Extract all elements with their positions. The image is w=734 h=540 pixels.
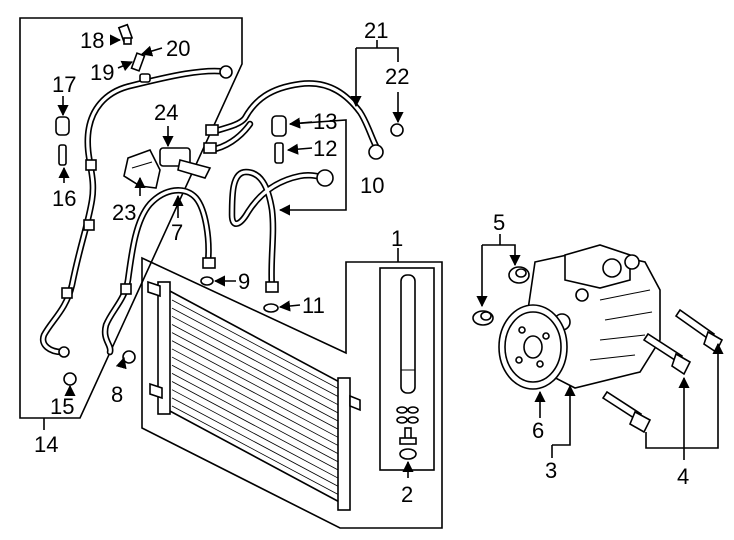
condenser-fin <box>171 364 342 456</box>
bushing-5b <box>508 266 530 284</box>
callout-18: 18 <box>80 28 104 53</box>
callout-4: 4 <box>677 464 689 489</box>
o-ring-8 <box>122 350 136 364</box>
callout-23: 23 <box>112 200 136 225</box>
discharge-hose-21 <box>203 80 384 160</box>
condenser-fin <box>171 405 342 497</box>
pressure-sensor-18 <box>117 23 134 45</box>
o-ring-9 <box>200 276 214 286</box>
valve-20 <box>130 52 151 83</box>
condenser <box>147 280 361 511</box>
condenser-fins <box>171 299 342 497</box>
condenser-fin <box>171 348 342 440</box>
callout-8: 8 <box>111 382 123 407</box>
callout-13: 13 <box>313 109 337 134</box>
callout-11: 11 <box>302 293 325 318</box>
callout-5: 5 <box>493 210 505 235</box>
cap-17 <box>55 116 70 136</box>
condenser-fin <box>171 299 342 391</box>
condenser-fin <box>171 340 342 432</box>
bushing-5a <box>472 310 494 326</box>
callout-9: 9 <box>238 269 250 294</box>
switch-24 <box>159 147 212 179</box>
valve-core-16 <box>58 144 67 166</box>
o-ring-11 <box>263 303 279 313</box>
o-ring-22 <box>390 123 404 137</box>
pressure-hose-7 <box>101 187 216 356</box>
callout-16: 16 <box>52 186 76 211</box>
callout-22: 22 <box>385 64 409 89</box>
condenser-fin <box>171 389 342 481</box>
valve-core-12 <box>274 142 284 164</box>
callout-21: 21 <box>364 18 388 43</box>
suction-hose-14 <box>39 65 233 358</box>
callout-20: 20 <box>166 36 190 61</box>
condenser-fin <box>171 324 342 415</box>
condenser-fin <box>171 356 342 448</box>
cap-13 <box>271 115 287 137</box>
callout-24: 24 <box>154 100 178 125</box>
callout-7: 7 <box>171 220 183 245</box>
clutch-pulley-6 <box>498 304 568 390</box>
callout-2: 2 <box>401 482 413 507</box>
callout-6: 6 <box>532 418 544 443</box>
callout-12: 12 <box>313 136 337 161</box>
condenser-fin <box>171 373 342 464</box>
condenser-fin <box>171 307 342 399</box>
callout-15: 15 <box>50 394 74 419</box>
condenser-fin <box>171 397 342 489</box>
group-box-14 <box>19 17 243 419</box>
leader-lines <box>43 34 724 478</box>
bolt-4a <box>674 308 724 354</box>
bracket-23 <box>123 149 161 189</box>
receiver-drier-2 <box>396 274 419 460</box>
bolt-4b <box>642 332 692 376</box>
condenser-fin <box>171 381 342 472</box>
callout-10: 10 <box>360 173 384 198</box>
bolt-4c <box>601 390 652 434</box>
condenser-fin <box>171 315 342 407</box>
group-box-1 <box>141 256 443 529</box>
liquid-line-10 <box>228 168 334 293</box>
callout-19: 19 <box>90 60 114 85</box>
callout-17: 17 <box>52 72 76 97</box>
callout-1: 1 <box>391 226 403 251</box>
condenser-fin <box>171 332 342 423</box>
o-ring-15 <box>63 372 77 386</box>
callout-labels: 1 2 3 4 5 6 7 8 9 10 11 12 13 14 15 16 1… <box>34 18 689 507</box>
callout-3: 3 <box>545 458 557 483</box>
callout-14: 14 <box>34 432 58 457</box>
